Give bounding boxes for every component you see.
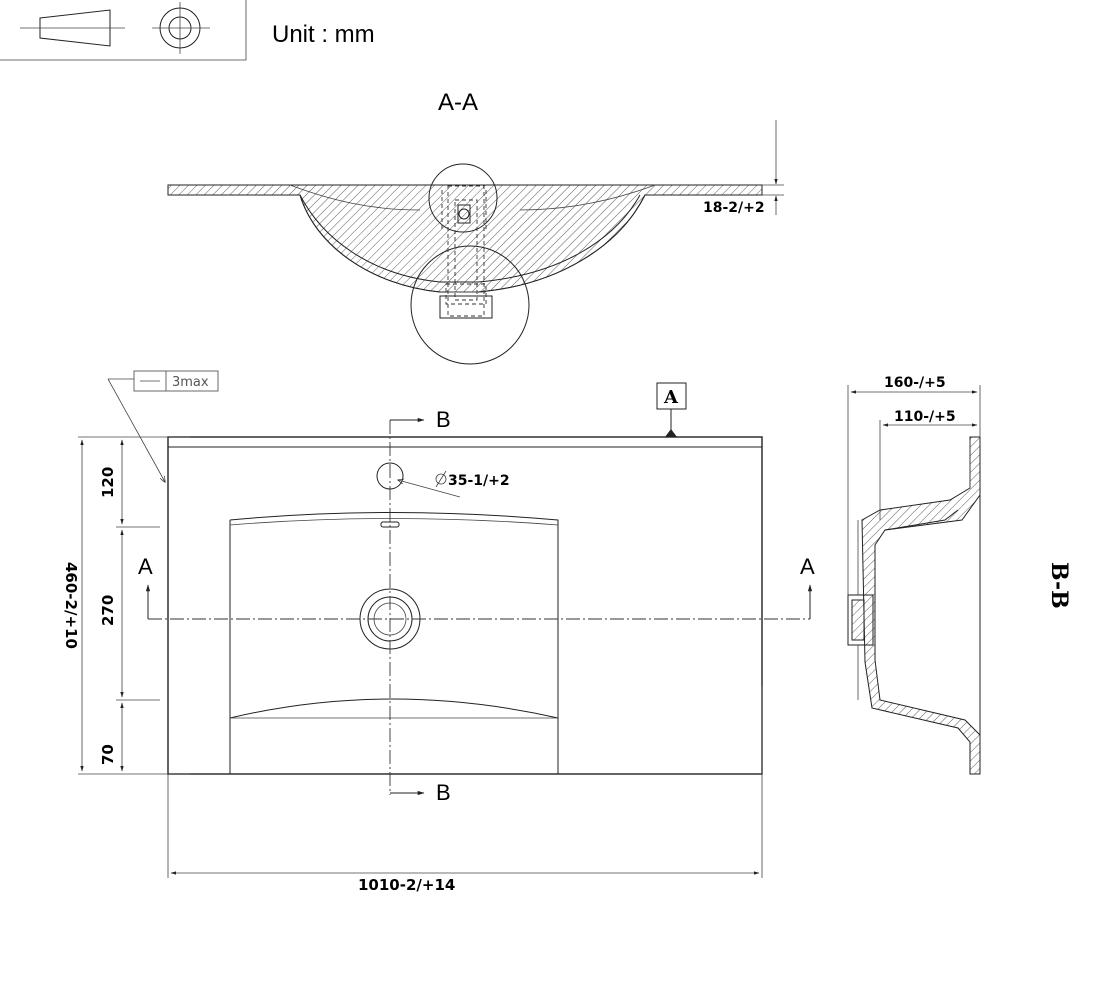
unit-label: Unit : mm: [272, 21, 375, 48]
section-aa-title: A-A: [438, 89, 478, 116]
datum-marker: A: [656, 382, 687, 437]
dim-depth-back: 120: [99, 467, 117, 498]
dim-depth-total: 460-2/+10: [62, 562, 80, 649]
section-bb-view: B-B 160-/+5 110-/+5: [847, 375, 1072, 775]
dim-width: 1010-2/+14: [358, 876, 455, 894]
dim-outer-depth: 160-/+5: [884, 375, 946, 391]
section-aa-view: A-A 18-2/+2: [167, 89, 784, 365]
dim-depth-front: 70: [99, 744, 117, 765]
projection-symbol-block: [0, 0, 247, 61]
section-bb-title: B-B: [1046, 562, 1072, 609]
section-b-top: B: [436, 407, 451, 432]
tolerance-note-text: 3max: [172, 375, 209, 390]
datum-label: A: [663, 387, 679, 408]
plan-view: 35-1/+2 B B A A A 3max: [62, 370, 815, 894]
dim-inner-depth: 110-/+5: [894, 409, 956, 425]
section-a-right: A: [800, 554, 815, 579]
tolerance-note: 3max: [107, 370, 219, 482]
section-a-left: A: [138, 554, 153, 579]
dim-tap-hole: 35-1/+2: [448, 473, 510, 489]
bowl-outline: [229, 512, 559, 774]
section-aa-body: [167, 184, 763, 293]
projection-symbol-icon: [20, 2, 210, 54]
dim-thickness: 18-2/+2: [703, 200, 765, 216]
diameter-icon: [435, 470, 447, 488]
section-b-bottom: B: [436, 780, 451, 805]
dim-depth-bowl: 270: [99, 595, 117, 626]
